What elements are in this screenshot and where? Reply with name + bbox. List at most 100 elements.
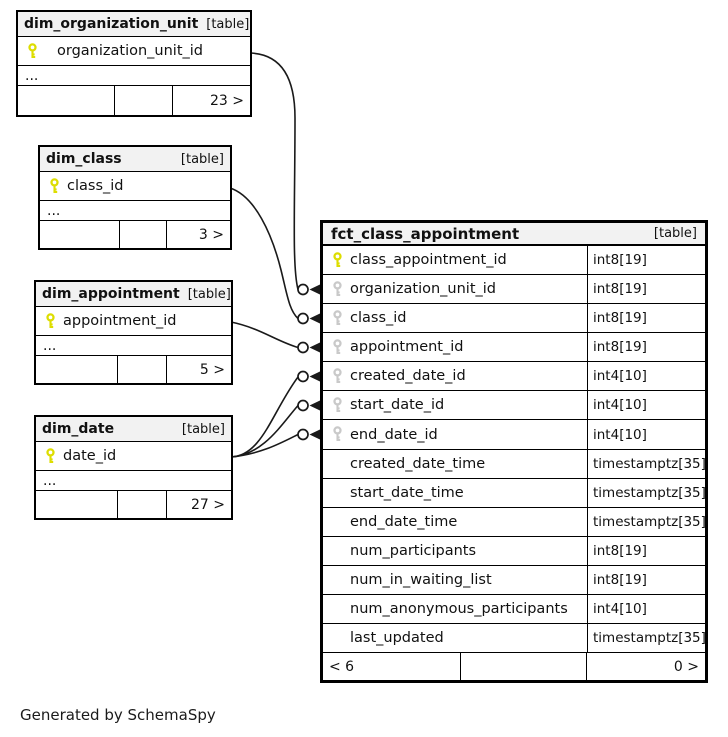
table-header[interactable]: fct_class_appointment [table] (323, 223, 705, 246)
column-name: created_date_id (350, 368, 466, 385)
relation-dim-date-to-end-date-id (230, 428, 321, 458)
related-count: 3 > (198, 226, 224, 243)
column-type: int8[19] (587, 565, 705, 594)
column-row: num_anonymous_participants int4[10] (323, 594, 705, 625)
table-node-fct-class-appointment[interactable]: fct_class_appointment [table] class_appo… (320, 220, 708, 683)
primary-key-icon (332, 251, 350, 269)
table-header[interactable]: dim_appointment [table] (36, 282, 231, 307)
ellipsis: ... (43, 337, 57, 354)
table-name: dim_class (46, 151, 122, 167)
ellipsis: ... (47, 202, 61, 219)
column-name: num_participants (350, 542, 477, 559)
table-node-dim-date[interactable]: dim_date [table] date_id ... 27 > (34, 415, 233, 520)
column-row: created_date_time timestamptz[35] (323, 449, 705, 479)
footer-cell (461, 653, 587, 681)
column-row: organization_unit_id (18, 37, 250, 66)
foreign-key-icon (332, 368, 350, 385)
table-name: dim_organization_unit (24, 16, 199, 32)
column-type: int8[19] (587, 333, 705, 362)
table-node-dim-class[interactable]: dim_class [table] class_id ... 3 > (38, 145, 232, 250)
column-name: organization_unit_id (57, 43, 203, 59)
column-row: date_id (36, 442, 231, 471)
column-type: int8[19] (587, 275, 705, 304)
column-row: num_in_waiting_list int8[19] (323, 565, 705, 595)
child-count: 0 > (673, 658, 699, 675)
column-name: date_id (63, 448, 117, 464)
column-name: num_anonymous_participants (350, 600, 568, 617)
foreign-key-icon (332, 339, 350, 356)
more-columns-row: ... (36, 471, 231, 491)
column-row: class_appointment_id int8[19] (323, 246, 705, 276)
column-type: int4[10] (587, 594, 705, 624)
column-type: int8[19] (587, 304, 705, 333)
column-name: appointment_id (350, 339, 464, 356)
footer-cell (36, 491, 118, 518)
table-type-badge: [table] (181, 421, 225, 437)
column-name: class_appointment_id (350, 252, 507, 269)
footer-cell (118, 491, 167, 518)
table-type-badge: [table] (206, 16, 250, 32)
table-node-dim-organization-unit[interactable]: dim_organization_unit [table] organizati… (16, 10, 252, 117)
relation-dim-organization-unit-to-organization-unit-id (249, 52, 321, 296)
column-type: timestamptz[35] (587, 478, 705, 507)
column-row: class_id int8[19] (323, 304, 705, 334)
table-type-badge: [table] (180, 151, 224, 167)
table-header[interactable]: dim_date [table] (36, 417, 231, 442)
column-row: end_date_id int4[10] (323, 420, 705, 450)
table-node-dim-appointment[interactable]: dim_appointment [table] appointment_id .… (34, 280, 233, 385)
column-row: last_updated timestamptz[35] (323, 624, 705, 654)
column-name: last_updated (350, 630, 444, 647)
primary-key-icon (45, 447, 63, 465)
column-name: appointment_id (63, 313, 177, 329)
column-row: start_date_time timestamptz[35] (323, 478, 705, 508)
foreign-key-icon (332, 309, 350, 327)
column-row: num_participants int8[19] (323, 536, 705, 566)
ellipsis: ... (43, 472, 57, 489)
column-row: start_date_id int4[10] (323, 391, 705, 421)
more-columns-row: ... (36, 336, 231, 356)
column-row: appointment_id (36, 307, 231, 336)
foreign-key-icon (332, 426, 350, 443)
footer-cell (115, 86, 174, 115)
column-type: timestamptz[35] (587, 624, 705, 653)
related-count: 27 > (191, 496, 225, 513)
ellipsis: ... (25, 67, 39, 84)
parent-count: < 6 (323, 653, 461, 681)
table-type-badge: [table] (187, 286, 231, 302)
table-type-badge: [table] (653, 226, 697, 241)
table-name: fct_class_appointment (331, 224, 520, 243)
column-row: organization_unit_id int8[19] (323, 275, 705, 305)
column-type: timestamptz[35] (587, 449, 705, 478)
primary-key-icon (45, 312, 63, 330)
column-name: start_date_time (350, 484, 464, 501)
relation-dim-appointment-to-appointment-id (230, 321, 321, 354)
primary-key-icon (49, 177, 67, 195)
foreign-key-icon (332, 397, 350, 414)
column-name: class_id (350, 310, 407, 327)
table-footer: 3 > (40, 221, 230, 248)
table-name: dim_appointment (42, 286, 180, 302)
column-type: int4[10] (587, 420, 705, 449)
column-type: timestamptz[35] (587, 507, 705, 536)
column-type: int4[10] (587, 362, 705, 391)
relation-dim-date-to-created-date-id (230, 370, 321, 458)
column-name: created_date_time (350, 455, 486, 472)
column-row: created_date_id int4[10] (323, 362, 705, 392)
footer-cell (18, 86, 116, 115)
table-header[interactable]: dim_class [table] (40, 147, 230, 172)
column-name: num_in_waiting_list (350, 571, 492, 588)
column-name: class_id (67, 178, 124, 194)
table-header[interactable]: dim_organization_unit [table] (18, 12, 250, 37)
primary-key-icon (27, 42, 45, 60)
column-type: int8[19] (587, 536, 705, 565)
column-name: organization_unit_id (350, 281, 496, 298)
column-type: int8[19] (587, 246, 705, 275)
table-footer: 5 > (36, 356, 231, 383)
related-count: 5 > (199, 361, 225, 378)
column-row: appointment_id int8[19] (323, 333, 705, 363)
table-footer: 27 > (36, 491, 231, 518)
table-name: dim_date (42, 421, 115, 437)
foreign-key-icon (332, 280, 350, 298)
